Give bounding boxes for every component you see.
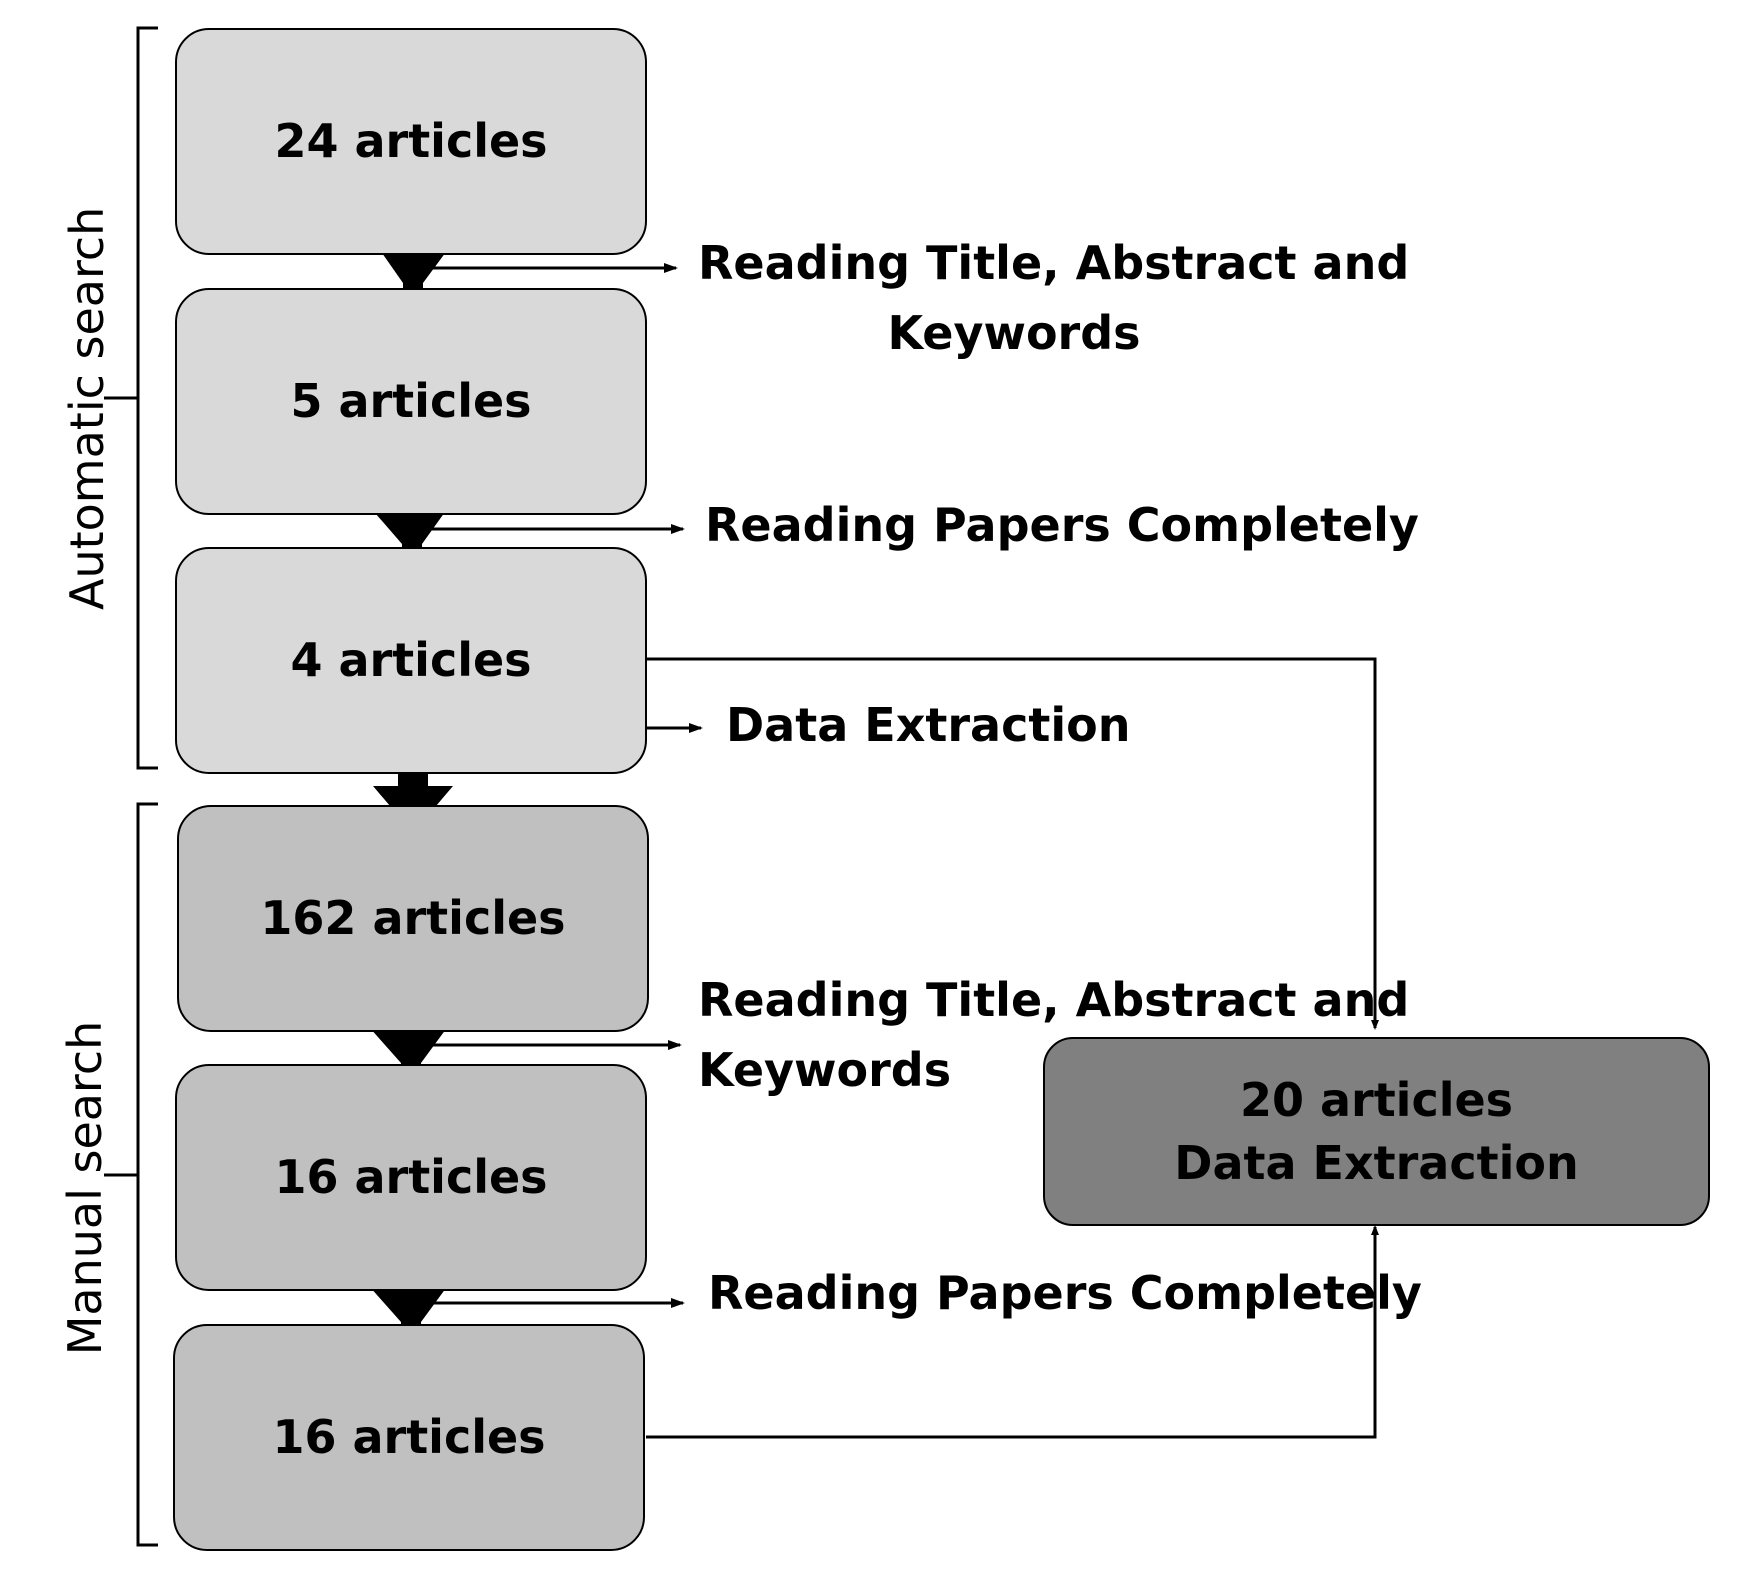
manual-articles-box-3: 16 articles: [173, 1324, 645, 1551]
box-label: 16 articles: [274, 1150, 548, 1205]
box-label: 16 articles: [272, 1410, 546, 1465]
filter-funnel-icon: [368, 233, 678, 337]
final-box-count: 20 articles: [1239, 1073, 1514, 1128]
automatic-articles-box-2: 5 articles: [175, 288, 647, 515]
connector-auto-to-final: [646, 657, 1379, 1030]
automatic-articles-box-3: 4 articles: [175, 547, 647, 774]
manual-articles-box-1: 162 articles: [177, 805, 649, 1032]
final-box-step: Data Extraction: [1174, 1135, 1579, 1190]
box-label: 4 articles: [290, 633, 532, 688]
connector-manual-to-final: [646, 1225, 1379, 1439]
manual-step-title-abstract: Reading Title, Abstract and Keywords: [698, 973, 1410, 1097]
automatic-search-bracket: [104, 26, 158, 770]
auto-step-data-extraction: Data Extraction: [726, 698, 1131, 752]
box-label: 5 articles: [290, 374, 532, 429]
auto-step-title-abstract: Reading Title, Abstract and Keywords: [698, 236, 1410, 360]
manual-search-bracket: [104, 802, 158, 1547]
manual-search-label: Manual search: [58, 1020, 112, 1356]
manual-articles-box-2: 16 articles: [175, 1064, 647, 1291]
final-data-extraction-box: 20 articles Data Extraction: [1043, 1037, 1710, 1226]
automatic-articles-box-1: 24 articles: [175, 28, 647, 255]
filter-funnel-icon: [354, 1269, 685, 1376]
box-label: 24 articles: [274, 114, 548, 169]
filter-funnel-icon: [354, 1010, 682, 1117]
filter-funnel-icon: [356, 491, 685, 596]
box-label: 162 articles: [260, 891, 566, 946]
automatic-search-label: Automatic search: [60, 206, 114, 610]
transition-arrow-icon: [373, 750, 453, 833]
manual-step-read-completely: Reading Papers Completely: [708, 1266, 1422, 1320]
auto-step-read-completely: Reading Papers Completely: [705, 498, 1419, 552]
